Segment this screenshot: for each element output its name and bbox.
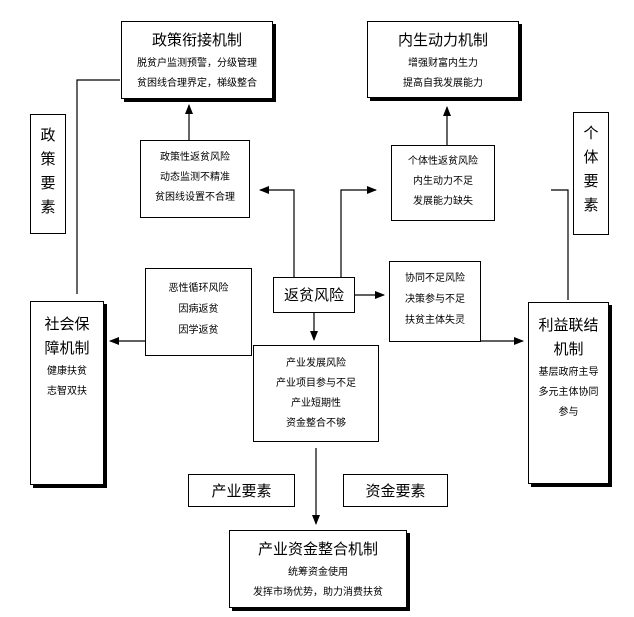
policy-risk-line-3: 贫困线设置不合理 (155, 192, 235, 203)
individual-risk-line-3: 发展能力缺失 (413, 196, 473, 207)
interest-mechanism-box: 利益联结 机制 基层政府主导 多元主体协同 参与 (528, 302, 609, 484)
interest-mechanism-title-2: 机制 (553, 340, 584, 358)
individual-element-label: 个体要素 (573, 112, 609, 235)
policy-element-label: 政策要素 (30, 114, 66, 234)
industry-element-text: 产业要素 (211, 482, 272, 500)
cycle-risk-line-2: 因病返贫 (178, 304, 219, 315)
social-mechanism-title-2: 障机制 (44, 339, 90, 357)
individual-element-link (551, 189, 569, 300)
industry-risk-line-1: 产业发展风险 (286, 358, 346, 369)
cooperation-risk-line-3: 扶贫主体失灵 (405, 315, 465, 326)
policy-mechanism-line-1: 脱贫户监测预警，分级管理 (137, 58, 257, 69)
policy-risk-line-1: 政策性返贫风险 (160, 152, 230, 163)
cooperation-risk-box: 协同不足风险 决策参与不足 扶贫主体失灵 (389, 261, 481, 342)
cooperation-risk-line-1: 协同不足风险 (405, 273, 465, 284)
interest-mechanism-title-1: 利益联结 (538, 316, 599, 334)
policy-mechanism-title: 政策衔接机制 (151, 31, 242, 49)
industry-risk-box: 产业发展风险 产业项目参与不足 产业短期性 资金整合不够 (253, 345, 379, 442)
center-to-policy-risk-arrow (259, 186, 295, 280)
cycle-risk-box: 恶性循环风险 因病返贫 因学返贫 (145, 268, 252, 356)
endogenous-mechanism-line-2: 提高自我发展能力 (403, 78, 483, 89)
capital-element-label: 资金要素 (343, 474, 448, 507)
interest-mechanism-line-3: 参与 (558, 407, 579, 418)
individual-risk-box: 个体性返贫风险 内生动力不足 发展能力缺失 (391, 145, 495, 221)
center-risk-title: 返贫风险 (283, 286, 344, 304)
cooperation-risk-line-2: 决策参与不足 (405, 294, 465, 305)
interest-mechanism-line-2: 多元主体协同 (538, 387, 599, 398)
policy-element-text: 政策要素 (40, 126, 56, 216)
policy-mechanism-line-2: 贫困线合理界定，梯级整合 (137, 78, 257, 89)
interest-mechanism-line-1: 基层政府主导 (538, 367, 599, 378)
individual-element-text: 个体要素 (583, 124, 599, 214)
industry-risk-line-3: 产业短期性 (291, 398, 341, 409)
capital-element-text: 资金要素 (365, 482, 426, 500)
policy-risk-line-2: 动态监测不精准 (160, 172, 230, 183)
endogenous-mechanism-box: 内生动力机制 增强财富内生力 提高自我发展能力 (367, 21, 519, 98)
center-to-individual-risk-arrow (340, 186, 377, 280)
policy-risk-box: 政策性返贫风险 动态监测不精准 贫困线设置不合理 (140, 140, 250, 218)
social-mechanism-title-1: 社会保 (44, 315, 90, 333)
capital-mechanism-title: 产业资金整合机制 (257, 540, 378, 558)
social-mechanism-line-2: 志智双扶 (47, 386, 87, 397)
capital-mechanism-box: 产业资金整合机制 统筹资金使用 发挥市场优势，助力消费扶贫 (229, 530, 407, 608)
center-risk-box: 返贫风险 (273, 277, 355, 313)
social-mechanism-box: 社会保 障机制 健康扶贫 志智双扶 (30, 301, 104, 485)
cycle-risk-line-3: 因学返贫 (178, 325, 219, 336)
endogenous-mechanism-line-1: 增强财富内生力 (408, 58, 478, 69)
individual-risk-line-1: 个体性返贫风险 (408, 156, 478, 167)
social-mechanism-line-1: 健康扶贫 (47, 366, 87, 377)
industry-element-label: 产业要素 (188, 474, 295, 507)
endogenous-mechanism-title: 内生动力机制 (397, 31, 488, 49)
cycle-risk-line-1: 恶性循环风险 (168, 283, 229, 294)
policy-element-link (76, 79, 120, 294)
capital-mechanism-line-1: 统筹资金使用 (288, 567, 348, 578)
industry-risk-line-2: 产业项目参与不足 (276, 378, 356, 389)
industry-risk-line-4: 资金整合不够 (286, 418, 346, 429)
capital-mechanism-line-2: 发挥市场优势，助力消费扶贫 (253, 587, 383, 598)
policy-mechanism-box: 政策衔接机制 脱贫户监测预警，分级管理 贫困线合理界定，梯级整合 (121, 21, 273, 99)
individual-risk-line-2: 内生动力不足 (413, 176, 473, 187)
